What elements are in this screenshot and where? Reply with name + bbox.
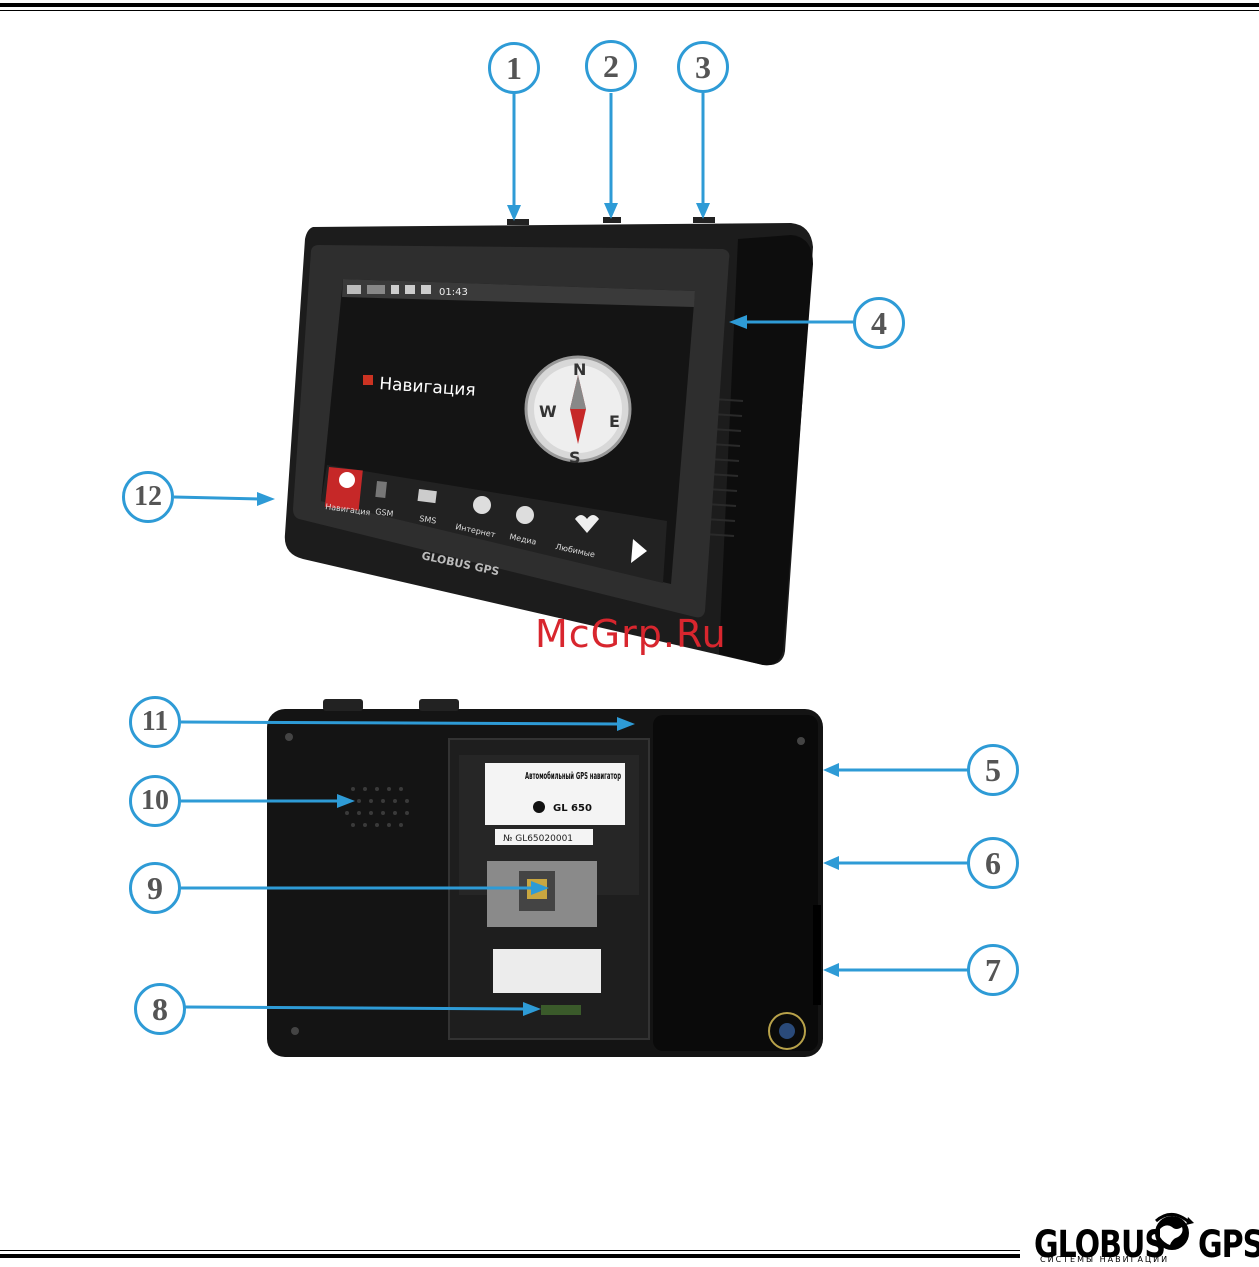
bottom-rule-thin <box>0 1250 1020 1251</box>
callout-7: 7 <box>967 944 1019 996</box>
device-back: Автомобильный GPS навигатор GL 650 № GL6… <box>267 699 823 1057</box>
status-time: 01:43 <box>439 287 468 298</box>
logo-right-word: GPS <box>1198 1223 1259 1267</box>
callout-4: 4 <box>853 297 905 349</box>
compass-e: E <box>609 412 620 431</box>
compass-w: W <box>539 402 557 421</box>
compass-s: S <box>569 448 581 467</box>
top-rule-thin <box>0 10 1259 11</box>
callout-2: 2 <box>585 40 637 92</box>
device-photo: 01:43 Навигация N E W S <box>123 39 1019 1081</box>
watermark: McGrp.Ru <box>535 612 727 656</box>
back-label-model: GL 650 <box>553 803 592 814</box>
globe-icon <box>1150 1209 1194 1253</box>
callout-12: 12 <box>122 471 174 523</box>
callout-3: 3 <box>677 41 729 93</box>
device-front: 01:43 Навигация N E W S <box>285 217 813 665</box>
top-rule-thick <box>0 3 1259 7</box>
callout-1: 1 <box>488 42 540 94</box>
bottom-rule-thick <box>0 1254 1020 1258</box>
callout-5: 5 <box>967 744 1019 796</box>
compass-n: N <box>573 360 586 379</box>
callout-11: 11 <box>129 696 181 748</box>
back-serial: № GL65020001 <box>503 834 573 844</box>
logo-tagline: СИСТЕМЫ НАВИГАЦИИ <box>1040 1255 1169 1264</box>
callout-10: 10 <box>129 775 181 827</box>
callout-8: 8 <box>134 983 186 1035</box>
callout-9: 9 <box>129 862 181 914</box>
globus-gps-logo: GLOBUS GPS СИСТЕМЫ НАВИГАЦИИ <box>1032 1205 1259 1267</box>
back-label-title: Автомобильный GPS навигатор <box>525 770 621 782</box>
callout-6: 6 <box>967 837 1019 889</box>
device-illustration: 01:43 Навигация N E W S <box>123 39 1019 1081</box>
